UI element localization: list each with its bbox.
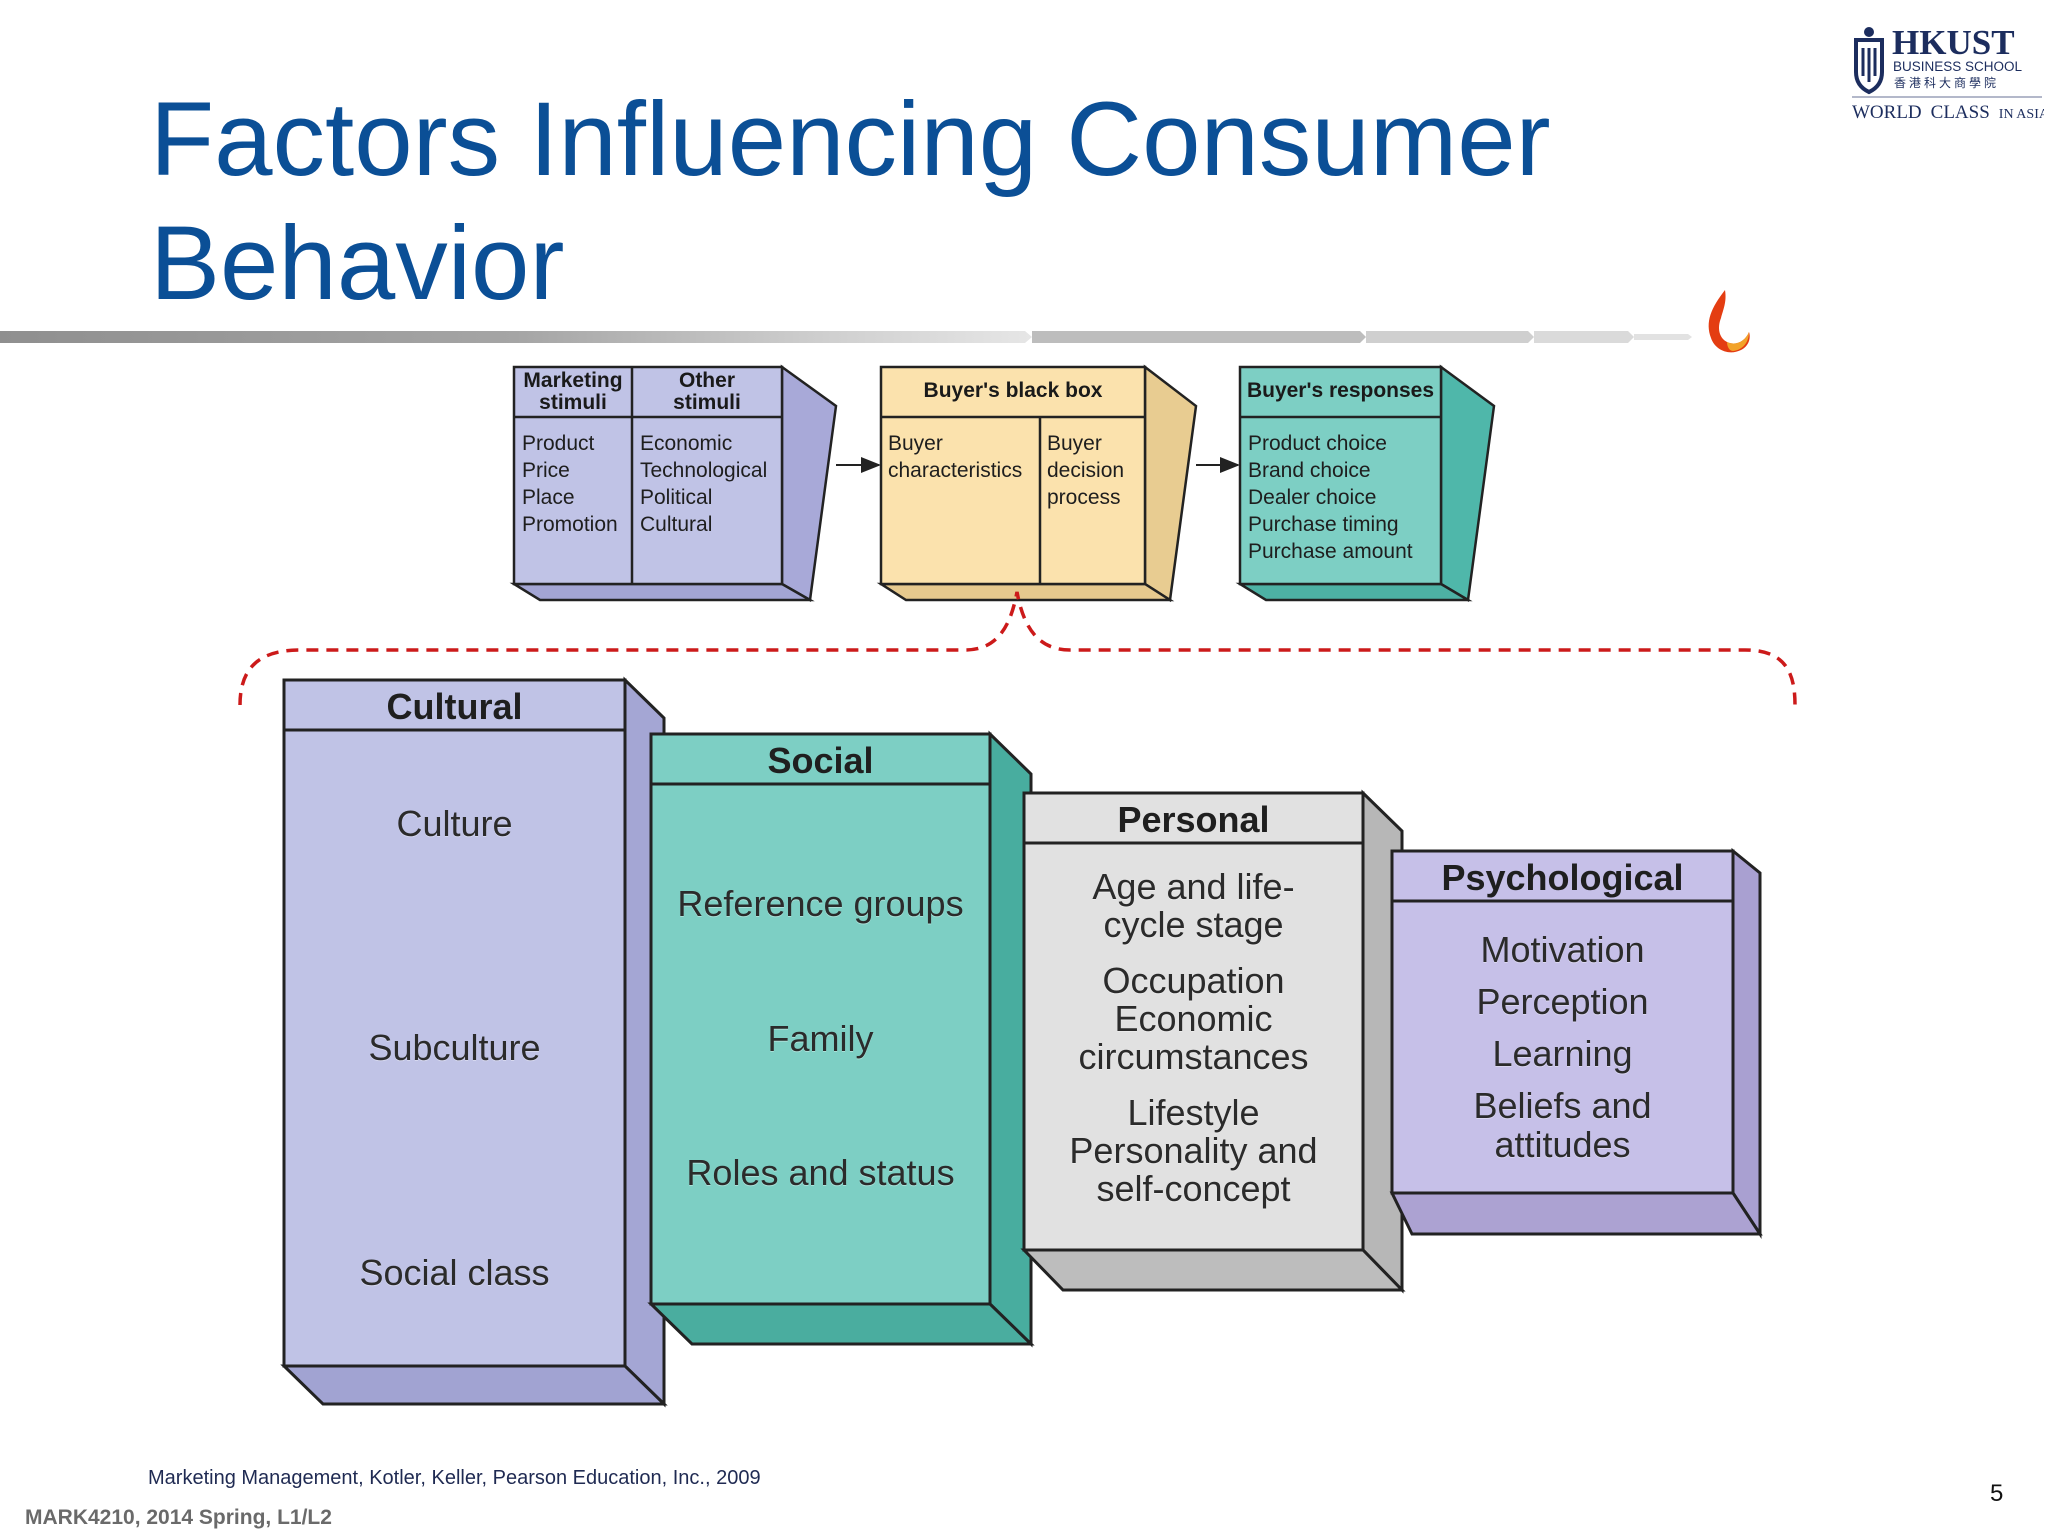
social-item-family: Family (767, 1018, 874, 1059)
social-heading: Social (767, 740, 874, 781)
slide-title: Factors Influencing Consumer Behavior (150, 81, 1551, 322)
cultural-item-social-class: Social class (359, 1252, 550, 1293)
page-number: 5 (1990, 1480, 2004, 1507)
red-dashed-brace (238, 591, 1797, 706)
logo-line1: BUSINESS SCHOOL (1893, 59, 2023, 74)
cultural-item-subculture: Subculture (368, 1027, 541, 1068)
black-box-heading: Buyer's black box (923, 379, 1103, 402)
cultural-item-culture: Culture (396, 803, 513, 844)
hkust-logo: HKUST BUSINESS SCHOOL 香 港 科 大 商 學 院 WORL… (1852, 23, 2044, 123)
other-stimuli-heading: Other stimuli (673, 369, 741, 414)
title-divider (0, 331, 1692, 343)
citation: Marketing Management, Kotler, Keller, Pe… (148, 1467, 761, 1489)
responses-list: Product choice Brand choice Dealer choic… (1248, 432, 1413, 563)
svg-text:WORLD CLASS IN ASIA: WORLD CLASS IN ASIA (1852, 102, 2044, 123)
responses-box (1235, 364, 1496, 603)
personal-heading: Personal (1117, 799, 1270, 840)
psychological-box (1389, 847, 1763, 1240)
logo-tag-rest: IN ASIA (1999, 107, 2044, 122)
shield-icon (1854, 27, 1884, 95)
stimuli-box (509, 364, 838, 603)
marketing-stimuli-heading: Marketing stimuli (523, 369, 623, 414)
personal-items: Age and life- cycle stage Occupation Eco… (1069, 866, 1318, 1209)
responses-heading: Buyer's responses (1246, 379, 1435, 402)
logo-tag-world: WORLD (1852, 102, 1922, 123)
psychological-items: Motivation Perception Learning Beliefs a… (1473, 929, 1652, 1165)
logo-name: HKUST (1892, 23, 2015, 62)
marketing-stimuli-list: Product Price Place Promotion (522, 432, 618, 536)
course-label: MARK4210, 2014 Spring, L1/L2 (25, 1506, 332, 1529)
cultural-heading: Cultural (386, 686, 523, 727)
logo-line2: 香 港 科 大 商 學 院 (1894, 75, 1996, 90)
flame-icon (1708, 290, 1750, 353)
cultural-box (280, 676, 668, 1408)
logo-tag-class: CLASS (1931, 102, 1990, 123)
black-box (876, 364, 1198, 603)
buyer-characteristics: Buyer characteristics (888, 432, 1023, 482)
social-item-roles-status: Roles and status (686, 1152, 955, 1193)
buyer-decision-process: Buyer decision process (1047, 432, 1125, 509)
psychological-heading: Psychological (1441, 857, 1684, 898)
social-box (647, 730, 1035, 1348)
other-stimuli-list: Economic Technological Political Cultura… (640, 432, 768, 536)
social-item-reference-groups: Reference groups (677, 883, 964, 924)
